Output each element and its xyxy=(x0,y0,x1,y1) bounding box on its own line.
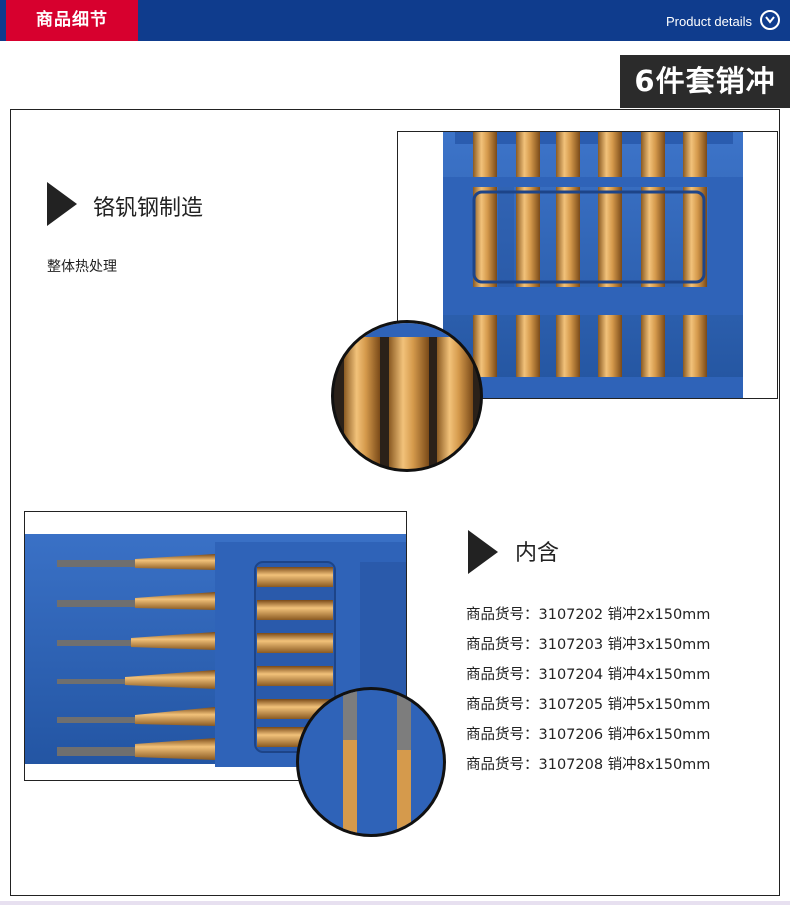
content-frame xyxy=(10,109,780,896)
list-item: 商品货号：3107205 销冲5x150mm xyxy=(466,697,711,713)
list-item: 商品货号：3107208 销冲8x150mm xyxy=(466,757,711,773)
section-title-material: 铬钒钢制造 xyxy=(93,196,204,221)
product-details-label[interactable]: Product details xyxy=(666,14,752,29)
list-item: 商品货号：3107204 销冲4x150mm xyxy=(466,667,711,683)
header-tab-product-details[interactable]: 商品细节 xyxy=(6,0,138,41)
product-title-box: 6件套销冲 xyxy=(620,55,790,108)
section-arrow-icon xyxy=(47,182,77,226)
section-title-contents: 内含 xyxy=(515,541,560,566)
chevron-down-circle-icon[interactable] xyxy=(760,10,780,30)
list-item: 商品货号：3107202 销冲2x150mm xyxy=(466,607,711,623)
bottom-divider xyxy=(0,901,790,905)
list-item: 商品货号：3107206 销冲6x150mm xyxy=(466,727,711,743)
contents-list: 商品货号：3107202 销冲2x150mm 商品货号：3107203 销冲3x… xyxy=(466,603,710,783)
zoom-circle-hex-shanks xyxy=(331,320,483,472)
zoom-circle-punch-tips xyxy=(296,687,446,837)
section-arrow-icon xyxy=(468,530,498,574)
list-item: 商品货号：3107203 销冲3x150mm xyxy=(466,637,711,653)
section-subtitle-heat-treatment: 整体热处理 xyxy=(47,259,117,275)
header-bar: 商品细节 Product details xyxy=(0,0,790,41)
